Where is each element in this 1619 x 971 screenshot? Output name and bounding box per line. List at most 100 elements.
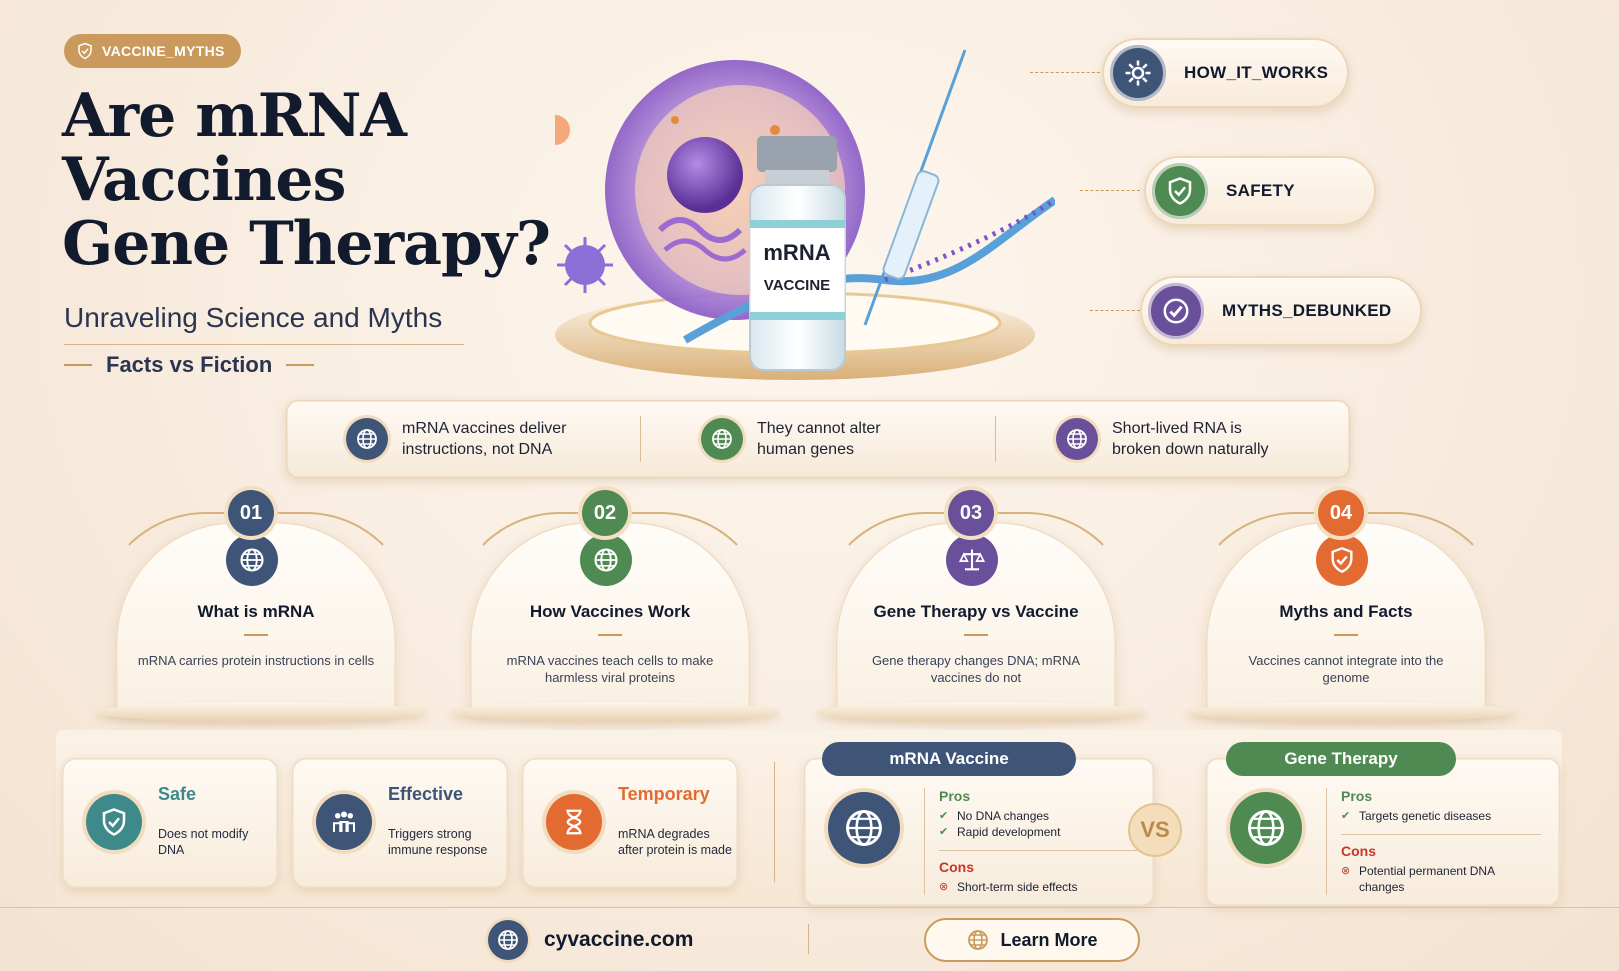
nav-pill-how-it-works[interactable]: HOW_IT_WORKS — [1102, 38, 1349, 108]
leader-line — [1090, 310, 1140, 311]
card-body: Gene Therapy vs Vaccine Gene therapy cha… — [836, 522, 1116, 712]
pro-text: Rapid development — [957, 825, 1061, 839]
category-tag: VACCINE_MYTHS — [64, 34, 241, 68]
compare-header-mrna-vaccine: mRNA Vaccine — [822, 742, 1076, 776]
syringe-icon — [863, 49, 967, 326]
title-line: Gene Therapy? — [62, 209, 551, 279]
gear-icon — [1110, 45, 1166, 101]
pros-cons: Pros ✔ Targets genetic diseases Cons ⊗ Pot… — [1326, 788, 1541, 895]
divider — [286, 364, 315, 366]
pro-item: ✔No DNA changes — [939, 808, 1139, 824]
vaccine-vial: mRNA VACCINE — [749, 136, 846, 371]
shield-check-icon — [86, 794, 142, 850]
hourglass-icon — [546, 794, 602, 850]
card-pedestal — [1186, 702, 1516, 722]
pros-cons: Pros ✔No DNA changes ✔Rapid development … — [924, 788, 1139, 895]
card-number: 03 — [948, 490, 994, 536]
pros-label: Pros — [1341, 788, 1373, 804]
nav-pill-label: MYTHS_DEBUNKED — [1222, 301, 1392, 320]
card-number: 02 — [582, 490, 628, 536]
scales-icon — [946, 534, 998, 586]
divider — [774, 762, 775, 882]
card-number: 04 — [1318, 490, 1364, 536]
key-fact: Short-lived RNA is broken down naturally — [996, 418, 1350, 460]
card-description: mRNA vaccines teach cells to make harmle… — [506, 653, 714, 685]
nav-pill-myths-debunked[interactable]: MYTHS_DEBUNKED — [1140, 276, 1422, 346]
key-fact-text: Short-lived RNA is — [1112, 420, 1242, 437]
pro-item: ✔ Targets genetic diseases — [1341, 808, 1541, 824]
divider — [995, 416, 996, 462]
card-pedestal — [96, 702, 426, 722]
check-circle-icon — [1148, 283, 1204, 339]
compare-header-gene-therapy: Gene Therapy — [1226, 742, 1456, 776]
divider — [0, 907, 1619, 908]
nav-pill-label: SAFETY — [1226, 181, 1295, 200]
key-fact-text: broken down naturally — [1112, 441, 1269, 458]
feature-title: Safe — [158, 784, 197, 804]
compare-card-gene-therapy: Pros ✔ Targets genetic diseases Cons ⊗ Pot… — [1206, 758, 1560, 906]
globe-icon — [968, 930, 989, 950]
pros-label: Pros — [939, 788, 971, 804]
check-icon: ✔ — [939, 810, 949, 822]
topic-card-gene-therapy-vs-vaccine[interactable]: Gene Therapy vs Vaccine Gene therapy cha… — [816, 490, 1146, 730]
card-description: Gene therapy changes DNA; mRNA vaccines … — [871, 653, 1081, 685]
compare-card-mrna-vaccine: Pros ✔No DNA changes ✔Rapid development … — [804, 758, 1154, 906]
card-body: How Vaccines Work mRNA vaccines teach ce… — [470, 522, 750, 712]
x-circle-icon: ⊗ — [939, 881, 949, 893]
leader-line — [1030, 72, 1100, 73]
globe-icon — [346, 418, 388, 460]
vial-sublabel: VACCINE — [764, 277, 830, 294]
card-description: Vaccines cannot integrate into the genom… — [1248, 653, 1444, 685]
card-body: Myths and Facts Vaccines cannot integrat… — [1206, 522, 1486, 712]
shield-icon — [78, 42, 92, 60]
pro-item: ✔Rapid development — [939, 824, 1139, 840]
title-line: Vaccines — [62, 145, 346, 215]
card-body: What is mRNA mRNA carries protein instru… — [116, 522, 396, 712]
divider — [1334, 634, 1358, 636]
con-item: ⊗ Short-term side effects — [939, 879, 1139, 895]
nav-pill-safety[interactable]: SAFETY — [1144, 156, 1376, 226]
divider — [64, 364, 92, 366]
con-text: Potential permanent DNA changes — [1359, 864, 1495, 894]
feature-title: Temporary — [618, 784, 710, 804]
topic-card-myths-and-facts[interactable]: Myths and Facts Vaccines cannot integrat… — [1186, 490, 1516, 730]
globe-icon — [488, 920, 528, 960]
feature-card-safe: Safe Does not modify DNA — [62, 758, 278, 888]
shield-check-icon — [1152, 163, 1208, 219]
globe-icon — [226, 534, 278, 586]
cons-label: Cons — [1341, 843, 1376, 859]
page-subtitle: Unraveling Science and Myths — [64, 302, 464, 345]
card-title: Gene Therapy vs Vaccine — [873, 602, 1079, 621]
divider — [964, 634, 988, 636]
globe-icon — [1230, 792, 1302, 864]
divider — [939, 850, 1139, 851]
cons-label: Cons — [939, 859, 974, 875]
card-title: How Vaccines Work — [529, 602, 691, 621]
learn-more-button[interactable]: Learn More — [924, 918, 1140, 962]
topic-card-how-vaccines-work[interactable]: How Vaccines Work mRNA vaccines teach ce… — [450, 490, 780, 730]
check-icon: ✔ — [1341, 810, 1351, 822]
pro-text: Targets genetic diseases — [1359, 809, 1492, 823]
feature-card-temporary: Temporary mRNA degrades after protein is… — [522, 758, 738, 888]
card-pedestal — [816, 702, 1146, 722]
feature-description: Triggers strong immune response — [388, 827, 488, 857]
key-fact-text: They cannot alter — [757, 420, 881, 437]
website-link[interactable]: cyvaccine.com — [488, 920, 693, 960]
divider — [808, 924, 809, 954]
vs-badge: VS — [1130, 805, 1180, 855]
vial-label: mRNA — [763, 240, 830, 265]
topic-card-what-is-mrna[interactable]: What is mRNA mRNA carries protein instru… — [96, 490, 426, 730]
website-text: cyvaccine.com — [544, 928, 694, 951]
title-line: Are mRNA — [62, 81, 407, 151]
con-text: Short-term side effects — [957, 880, 1078, 894]
key-fact-text: human genes — [757, 441, 854, 458]
con-item: ⊗ Potential permanent DNA changes — [1341, 863, 1541, 895]
globe-icon — [701, 418, 743, 460]
x-circle-icon: ⊗ — [1341, 865, 1351, 877]
card-description: mRNA carries protein instructions in cel… — [137, 653, 375, 668]
people-icon — [316, 794, 372, 850]
key-fact: They cannot alter human genes — [641, 418, 995, 460]
feature-description: Does not modify DNA — [158, 827, 249, 857]
